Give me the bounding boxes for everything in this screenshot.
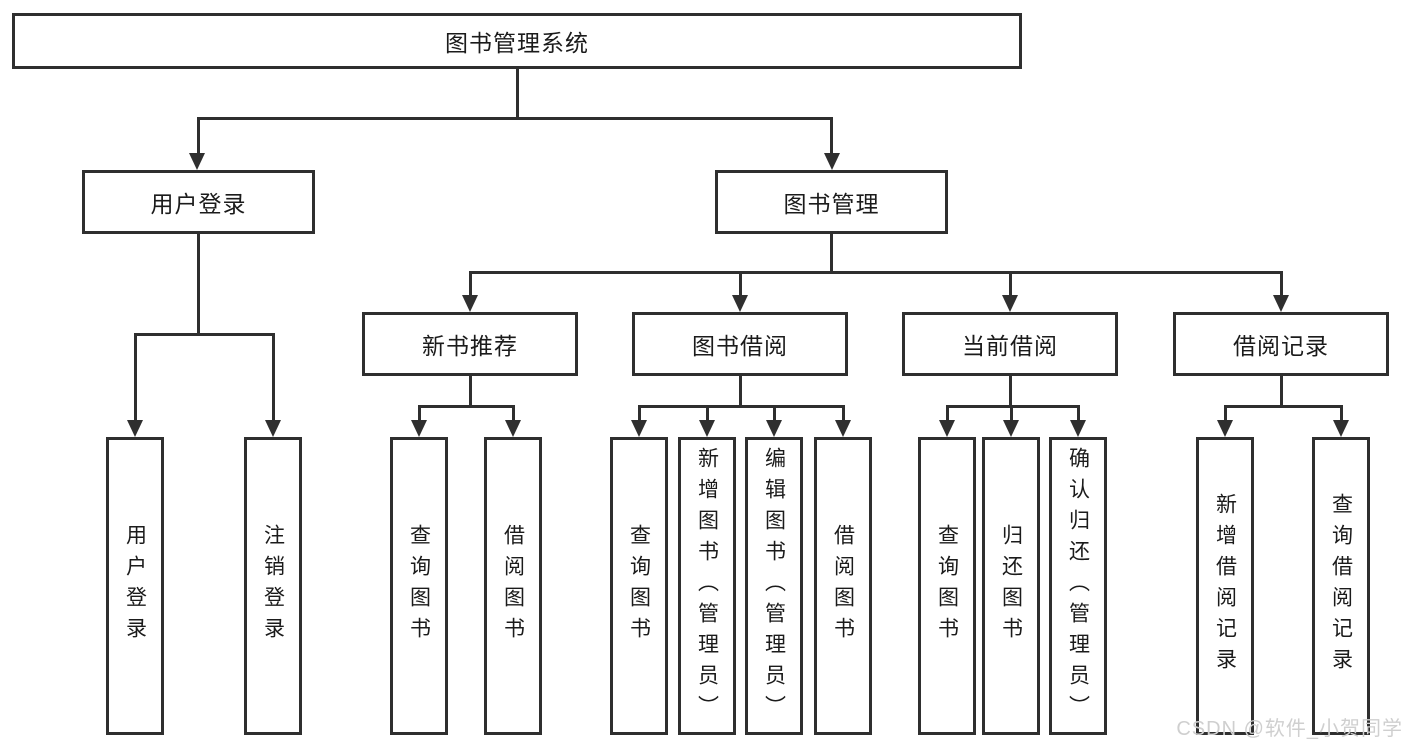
connector-bar — [637, 405, 845, 408]
connector-drop-leaf — [637, 405, 641, 422]
node-user-login: 用户登录 — [82, 170, 315, 234]
leaf-bb-borrow-books: 借阅图书 — [814, 437, 872, 735]
arrowhead-down-icon — [835, 420, 851, 437]
connector-drop-user-login — [196, 117, 200, 155]
connector-drop-leaf — [133, 333, 137, 422]
connector-bar — [417, 405, 515, 408]
connector-bar — [945, 405, 1080, 408]
connector-stem — [1279, 375, 1283, 407]
connector-userlogin-bar — [133, 333, 275, 336]
arrowhead-down-icon — [631, 420, 647, 437]
connector-drop-leaf — [772, 405, 776, 422]
leaf-label: 新增借阅记录 — [1213, 493, 1237, 679]
node-label: 新书推荐 — [422, 333, 518, 359]
connector-bookmgmt-bar — [468, 271, 1283, 274]
node-book-borrowing: 图书借阅 — [632, 312, 848, 376]
leaf-label: 新增图书（管理员） — [695, 446, 719, 726]
arrowhead-down-icon — [823, 153, 840, 170]
leaf-rec-query-books: 查询图书 — [390, 437, 448, 735]
connector-drop-node — [468, 271, 472, 297]
leaf-label: 查询借阅记录 — [1329, 493, 1353, 679]
leaf-bb-add-books-admin: 新增图书（管理员） — [678, 437, 736, 735]
connector-drop-node — [738, 271, 742, 297]
node-current-borrowing: 当前借阅 — [902, 312, 1118, 376]
arrowhead-down-icon — [939, 420, 955, 437]
node-borrowing-records: 借阅记录 — [1173, 312, 1389, 376]
arrowhead-down-icon — [699, 420, 715, 437]
arrowhead-down-icon — [1070, 420, 1086, 437]
leaf-label: 归还图书 — [999, 524, 1023, 648]
leaf-cb-confirm-return-admin: 确认归还（管理员） — [1049, 437, 1107, 735]
connector-drop-leaf — [1339, 405, 1343, 422]
connector-bookmgmt-stem — [830, 233, 833, 273]
arrowhead-down-icon — [411, 420, 427, 437]
leaf-label: 用户登录 — [123, 524, 147, 648]
connector-drop-leaf — [705, 405, 709, 422]
arrowhead-down-icon — [766, 420, 782, 437]
leaf-rec-borrow-books: 借阅图书 — [484, 437, 542, 735]
connector-root-bar — [197, 117, 833, 120]
leaf-label: 注销登录 — [261, 524, 285, 648]
connector-drop-leaf — [1009, 405, 1013, 422]
node-label: 图书管理 — [783, 191, 880, 217]
connector-drop-leaf — [945, 405, 949, 422]
connector-drop-book-mgmt — [830, 117, 833, 155]
node-book-management: 图书管理 — [715, 170, 948, 234]
leaf-label: 查询图书 — [935, 524, 959, 648]
csdn-watermark: CSDN @软件_小贺同学 — [1176, 718, 1403, 740]
arrowhead-down-icon — [188, 153, 205, 170]
leaf-label: 编辑图书（管理员） — [762, 446, 786, 726]
arrowhead-down-icon — [127, 420, 143, 437]
connector-userlogin-stem — [196, 233, 200, 335]
leaf-label: 查询图书 — [627, 524, 651, 648]
leaf-label: 借阅图书 — [831, 524, 855, 648]
node-label: 图书借阅 — [692, 333, 788, 359]
node-label: 图书管理系统 — [445, 30, 589, 56]
leaf-label: 查询图书 — [407, 524, 431, 648]
connector-bar — [1223, 405, 1343, 408]
arrowhead-down-icon — [1333, 420, 1349, 437]
node-label: 当前借阅 — [962, 333, 1058, 359]
node-new-book-recommend: 新书推荐 — [362, 312, 578, 376]
connector-drop-node — [1008, 271, 1012, 297]
connector-root-stem — [515, 69, 519, 119]
connector-drop-leaf — [511, 405, 515, 422]
connector-drop-node — [1279, 271, 1283, 297]
node-label: 用户登录 — [150, 191, 247, 217]
leaf-bb-query-books: 查询图书 — [610, 437, 668, 735]
node-label: 借阅记录 — [1233, 333, 1329, 359]
leaf-label: 借阅图书 — [501, 524, 525, 648]
arrowhead-down-icon — [1217, 420, 1233, 437]
leaf-br-query-record: 查询借阅记录 — [1312, 437, 1370, 735]
leaf-cb-return-books: 归还图书 — [982, 437, 1040, 735]
leaf-label: 确认归还（管理员） — [1066, 446, 1090, 726]
node-book-management-system: 图书管理系统 — [12, 13, 1022, 69]
arrowhead-down-icon — [1002, 295, 1018, 312]
leaf-logout: 注销登录 — [244, 437, 302, 735]
connector-drop-leaf — [271, 333, 275, 422]
connector-stem — [468, 375, 472, 407]
leaf-bb-edit-books-admin: 编辑图书（管理员） — [745, 437, 803, 735]
arrowhead-down-icon — [1003, 420, 1019, 437]
arrowhead-down-icon — [1273, 295, 1289, 312]
connector-drop-leaf — [841, 405, 845, 422]
connector-drop-leaf — [1076, 405, 1080, 422]
arrowhead-down-icon — [732, 295, 748, 312]
leaf-cb-query-books: 查询图书 — [918, 437, 976, 735]
connector-drop-leaf — [1223, 405, 1227, 422]
arrowhead-down-icon — [462, 295, 478, 312]
connector-stem — [738, 375, 742, 407]
arrowhead-down-icon — [505, 420, 521, 437]
leaf-user-login: 用户登录 — [106, 437, 164, 735]
arrowhead-down-icon — [265, 420, 281, 437]
connector-stem — [1008, 375, 1012, 407]
connector-drop-leaf — [417, 405, 421, 422]
leaf-br-add-record: 新增借阅记录 — [1196, 437, 1254, 735]
